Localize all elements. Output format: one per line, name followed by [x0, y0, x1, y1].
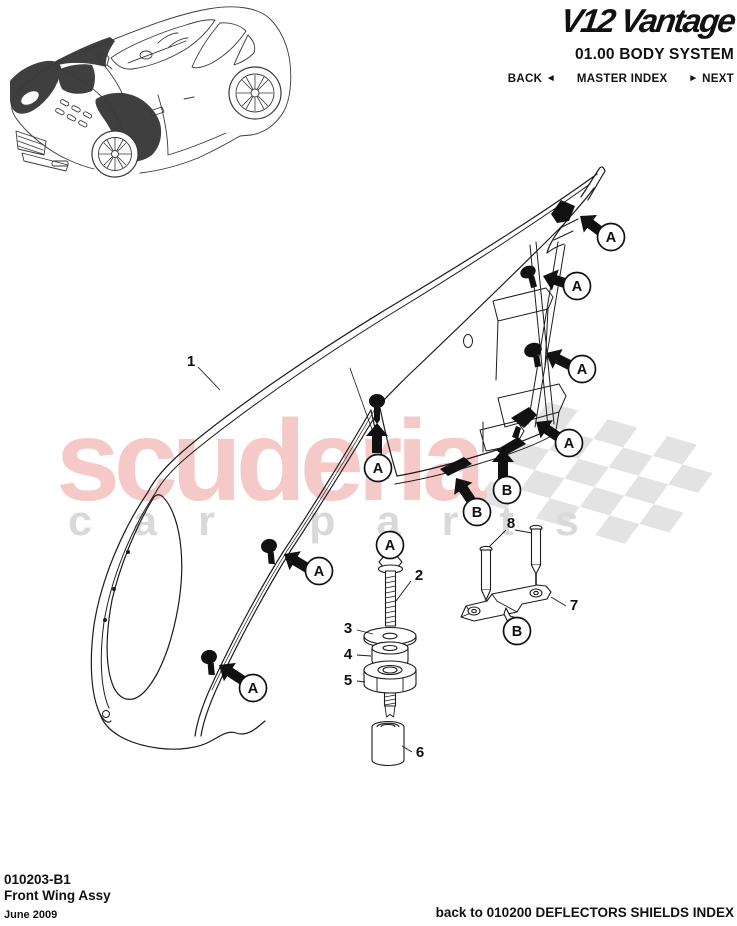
back-link[interactable]: back to 010200 DEFLECTORS SHIELDS INDEX — [435, 905, 734, 920]
part-number-label: 6 — [416, 744, 424, 761]
nav-bar: BACK ◄ MASTER INDEX ► NEXT — [508, 73, 734, 85]
callout-badge: A — [363, 453, 393, 483]
part-number-label: 7 — [570, 597, 578, 614]
svg-text:B: B — [472, 505, 482, 521]
callout-badge: B — [502, 616, 532, 646]
svg-text:A: A — [564, 436, 575, 452]
svg-text:B: B — [512, 624, 522, 640]
callout-badge: A — [567, 354, 597, 384]
bolt-stack — [363, 555, 417, 767]
doc-date: June 2009 — [4, 909, 58, 921]
callout-badge: A — [596, 222, 626, 252]
part-number-label: 4 — [344, 646, 353, 663]
watermark-brand: scuderia — [56, 397, 488, 525]
section-title: 01.00 BODY SYSTEM — [574, 46, 734, 63]
nav-master-index[interactable]: MASTER INDEX — [576, 73, 668, 85]
doc-title: Front Wing Assy — [4, 888, 111, 903]
part-number-label: 1 — [187, 353, 195, 370]
rivets — [479, 524, 543, 618]
svg-text:A: A — [606, 230, 617, 246]
svg-text:A: A — [572, 279, 583, 295]
nav-back[interactable]: BACK — [507, 73, 543, 85]
nav-next-icon[interactable]: ► — [688, 73, 699, 84]
part-number-label: 5 — [344, 672, 352, 689]
callout-badge: A — [304, 556, 334, 586]
watermark-sub: car parts — [68, 497, 620, 544]
svg-text:A: A — [577, 362, 588, 378]
part-number-label: 2 — [415, 567, 423, 584]
svg-text:A: A — [314, 564, 325, 580]
front-wing-drawing — [90, 166, 606, 750]
wheels — [91, 66, 282, 178]
part-number-label: 3 — [344, 620, 352, 637]
callout-badge: A — [554, 428, 584, 458]
car-illustration — [10, 6, 292, 178]
bracket — [460, 584, 552, 625]
callout-badge: B — [492, 475, 522, 505]
callout-badge: A — [375, 530, 405, 560]
car-body-lines — [11, 6, 292, 174]
doc-number: 010203-B1 — [4, 872, 71, 887]
callout-badge: A — [238, 673, 268, 703]
checkered-flag — [476, 402, 713, 544]
nav-next[interactable]: NEXT — [702, 73, 734, 85]
part-number-label: 8 — [507, 515, 515, 532]
nav-back-icon[interactable]: ◄ — [545, 73, 556, 84]
svg-text:A: A — [248, 681, 259, 697]
headlight — [20, 90, 40, 106]
fastener-clips — [201, 200, 575, 676]
footer-left: 010203-B1 Front Wing Assy June 2009 — [4, 872, 111, 923]
callout-badge: A — [562, 271, 592, 301]
part-number-labels: 1 2 3 4 5 6 7 8 — [187, 353, 578, 761]
svg-text:B: B — [502, 483, 512, 499]
callout-badges: A A A A A B B A A A B — [238, 222, 626, 703]
header: V12 Vantage 01.00 BODY SYSTEM BACK ◄ MAS… — [508, 0, 737, 85]
leader-lines — [197, 366, 567, 753]
svg-text:A: A — [373, 461, 384, 477]
svg-text:A: A — [385, 538, 396, 554]
callout-badge: B — [462, 497, 492, 527]
